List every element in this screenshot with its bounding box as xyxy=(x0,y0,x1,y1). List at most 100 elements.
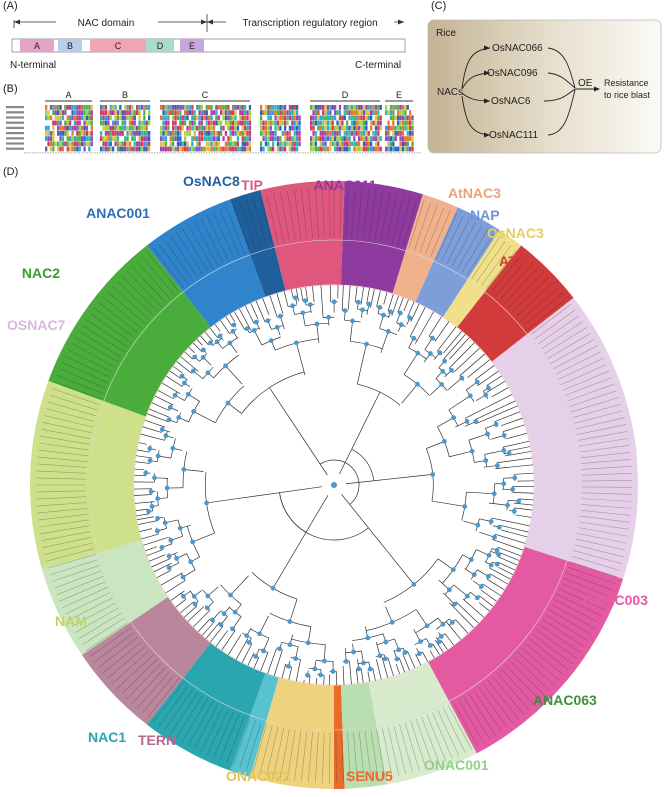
alignment-cell xyxy=(140,120,144,126)
alignment-cell xyxy=(244,146,247,152)
alignment-cell xyxy=(128,146,132,152)
leaf-label xyxy=(44,415,93,428)
leaf-label xyxy=(448,704,472,750)
tree-branch xyxy=(232,616,242,630)
alignment-cell xyxy=(288,110,292,115)
tree-node xyxy=(394,656,400,662)
tree-node xyxy=(351,649,356,655)
alignment-cell xyxy=(241,115,244,121)
tree-node xyxy=(265,318,271,324)
alignment-cell xyxy=(102,141,105,147)
alignment-cell xyxy=(387,110,390,115)
leaf-label xyxy=(54,570,102,589)
alignment-cell xyxy=(336,146,339,152)
tree-branch xyxy=(456,601,479,624)
tree-node xyxy=(407,315,413,321)
leaf-label xyxy=(36,470,87,474)
alignment-cell xyxy=(138,110,141,115)
consensus-dot xyxy=(382,152,385,154)
tree-branch xyxy=(312,286,315,302)
alignment-cell xyxy=(374,115,378,121)
alignment-cell xyxy=(49,146,53,152)
sequence-name xyxy=(6,142,24,145)
alignment-cell xyxy=(229,120,232,126)
consensus-dot xyxy=(330,152,333,154)
consensus-dot xyxy=(47,152,49,154)
leaf-label xyxy=(206,709,229,755)
alignment-cell xyxy=(220,105,223,110)
alignment-cell xyxy=(338,120,342,126)
tree-node xyxy=(180,574,186,580)
consensus-dot xyxy=(349,152,351,154)
alignment-cell xyxy=(404,110,407,115)
alignment-cell xyxy=(234,120,237,126)
alignment-cell xyxy=(119,125,122,131)
consensus-dot xyxy=(356,152,359,154)
tree-branch xyxy=(410,303,420,322)
alignment-cell xyxy=(348,141,351,147)
alignment-cell xyxy=(196,115,199,121)
alignment-cell xyxy=(208,125,211,131)
consensus-dot xyxy=(398,152,400,154)
alignment-cell xyxy=(104,125,108,131)
alignment-cell xyxy=(286,141,289,147)
alignment-cell xyxy=(341,141,344,147)
alignment-cell xyxy=(284,131,287,136)
alignment-cell xyxy=(222,125,225,131)
alignment-cell xyxy=(281,146,284,152)
consensus-dot xyxy=(141,152,143,154)
alignment-cell xyxy=(284,141,287,147)
alignment-cell xyxy=(322,125,325,131)
consensus-dot xyxy=(133,152,135,154)
outcome-line-2: to rice blast xyxy=(604,90,651,100)
leaf-label xyxy=(47,401,96,417)
alignment-cell xyxy=(136,125,139,131)
alignment-cell xyxy=(126,110,129,115)
alignment-cell xyxy=(107,131,110,136)
alignment-cell xyxy=(57,125,60,131)
alignment-cell xyxy=(128,141,132,147)
consensus-dot xyxy=(271,152,273,154)
alignment-cell xyxy=(341,115,344,121)
tree-node xyxy=(188,559,194,565)
leaf-label xyxy=(351,187,356,238)
tree-branch xyxy=(201,621,215,636)
alignment-cell xyxy=(85,125,89,131)
leaf-label xyxy=(142,256,175,296)
alignment-cell xyxy=(174,115,177,121)
tree-branch xyxy=(206,498,236,504)
tree-branch xyxy=(276,293,284,315)
alignment-cell xyxy=(45,110,48,115)
consensus-dot xyxy=(403,152,405,154)
leaf-label xyxy=(404,722,420,771)
alignment-cell xyxy=(229,136,232,141)
alignment-cell xyxy=(387,131,390,136)
alignment-cell xyxy=(107,120,110,126)
tree-branch xyxy=(134,468,145,471)
alignment-cell xyxy=(326,131,330,136)
alignment-cell xyxy=(241,120,244,126)
alignment-cell xyxy=(310,141,313,147)
leaf-label xyxy=(560,364,607,385)
leaf-label xyxy=(374,190,384,241)
alignment-cell xyxy=(379,136,382,141)
leaf-label xyxy=(558,357,604,380)
tree-branch xyxy=(475,405,518,425)
leaf-label xyxy=(532,633,573,665)
tree-branch xyxy=(465,394,513,419)
leaf-label xyxy=(38,513,88,521)
alignment-cell xyxy=(224,131,228,136)
alignment-cell xyxy=(353,115,356,121)
alignment-cell xyxy=(193,110,196,115)
alignment-cell xyxy=(160,105,163,110)
alignment-cell xyxy=(372,105,375,110)
alignment-cell xyxy=(193,115,196,121)
alignment-cell xyxy=(365,120,368,126)
leaf-label xyxy=(466,233,494,276)
alignment-cell xyxy=(350,115,354,121)
consensus-dot xyxy=(203,152,205,154)
alignment-cell xyxy=(374,131,378,136)
motif-label: A xyxy=(34,41,40,51)
tree-node xyxy=(464,593,470,599)
alignment-cell xyxy=(73,141,77,147)
